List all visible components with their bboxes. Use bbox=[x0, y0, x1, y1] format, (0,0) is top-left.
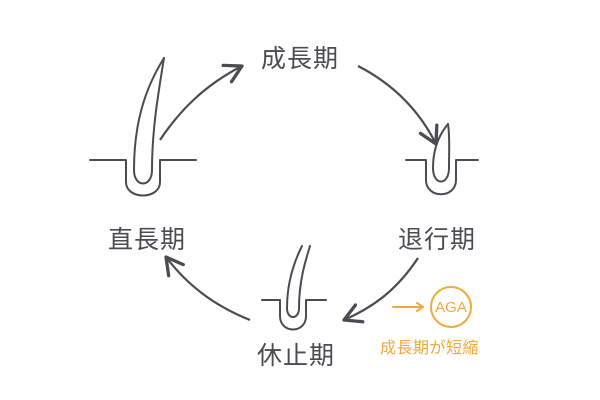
aga-note-text: 成長期が短縮 bbox=[380, 338, 480, 357]
stage-label-resting: 休止期 bbox=[256, 341, 336, 370]
stage-label-regression: 退行期 bbox=[397, 225, 477, 254]
cycle-arrow-resting-to-upright bbox=[164, 255, 251, 322]
stage-label-upright: 直長期 bbox=[107, 225, 187, 254]
cycle-arrow-upright-to-growth bbox=[159, 63, 244, 141]
aga-note: AGA 成長期が短縮 bbox=[380, 282, 552, 362]
hair-follicle-regression-icon bbox=[405, 123, 479, 196]
cycle-arrow-regression-to-resting bbox=[342, 257, 419, 324]
hair-follicle-long-icon bbox=[89, 57, 197, 197]
cycle-arrow-growth-to-regression bbox=[357, 65, 439, 146]
aga-badge: AGA bbox=[430, 286, 472, 328]
stage-label-growth: 成長期 bbox=[260, 44, 340, 73]
hair-follicle-resting-icon bbox=[261, 245, 327, 331]
arrow-right-icon bbox=[392, 302, 424, 312]
